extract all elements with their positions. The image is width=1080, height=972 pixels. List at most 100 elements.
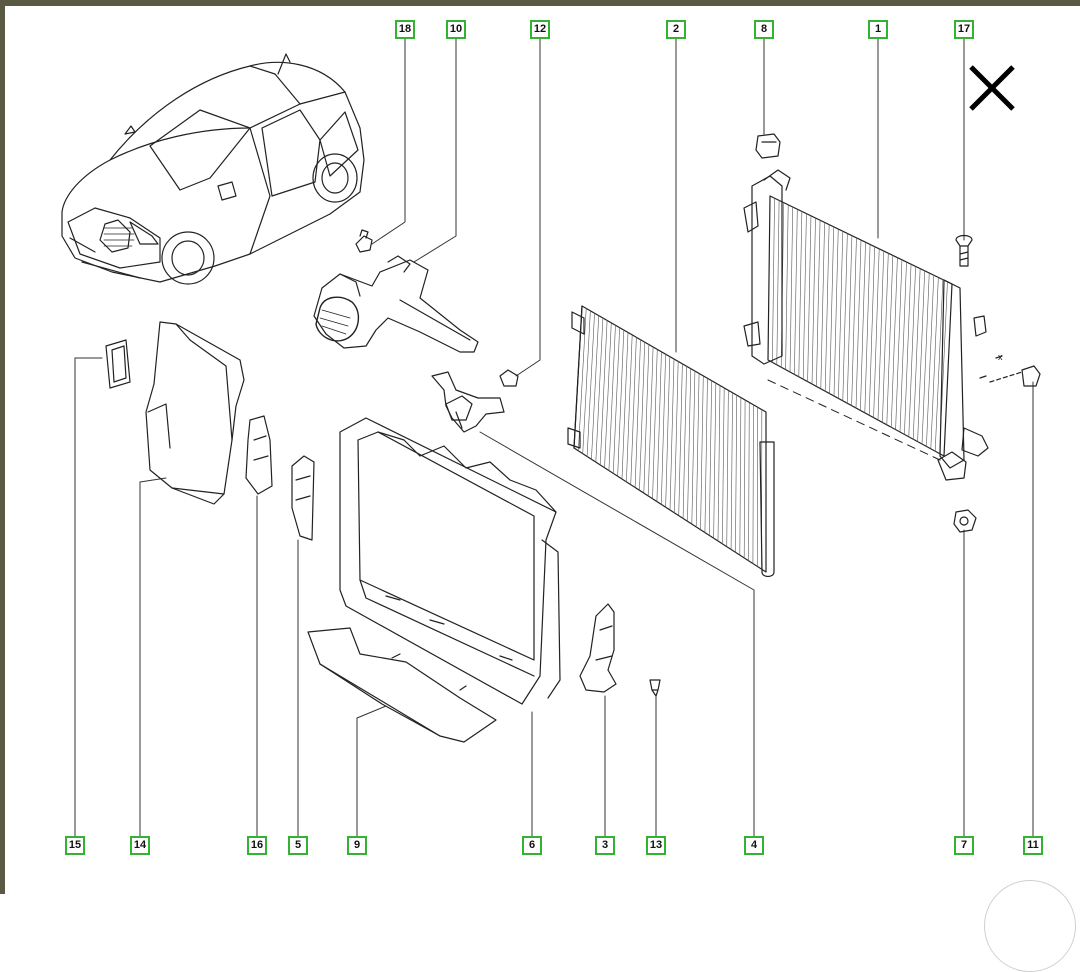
condenser-fin (661, 354, 665, 504)
callout-bottom-13[interactable]: 13 (646, 836, 666, 855)
condenser-fin (705, 378, 708, 532)
radiator-fin (825, 225, 829, 392)
part-11-drain-plug: x (980, 352, 1040, 386)
radiator-fin (816, 220, 820, 386)
radiator-fin (922, 273, 929, 444)
condenser-fin (578, 308, 586, 450)
condenser-fin (666, 357, 670, 508)
condenser-fin (687, 369, 690, 522)
radiator-fin (821, 222, 825, 388)
callout-bottom-6[interactable]: 6 (522, 836, 542, 855)
part-12-grommet (500, 370, 518, 386)
part-18-clip (356, 230, 372, 252)
condenser-fin (753, 405, 754, 564)
radiator-fin (847, 236, 852, 404)
dimension-x-label: x (998, 352, 1003, 362)
close-icon[interactable] (962, 58, 1022, 118)
part-5-bracket (292, 456, 314, 540)
condenser-fin (735, 395, 736, 552)
radiator-fin (838, 231, 842, 398)
condenser-fin (744, 400, 745, 558)
callout-top-10[interactable]: 10 (446, 20, 466, 39)
radiator-fin (830, 227, 834, 394)
condenser-fin (635, 340, 640, 488)
callout-top-1[interactable]: 1 (868, 20, 888, 39)
condenser-fin (644, 345, 649, 494)
radiator-fin (843, 233, 848, 400)
radiator-fin (790, 207, 793, 372)
condenser-fin (653, 349, 658, 498)
condenser-fin (657, 352, 662, 502)
exploded-view-drawing: x (0, 0, 1080, 894)
condenser-fin (591, 316, 598, 460)
radiator-fin (856, 240, 861, 408)
radiator-fin (803, 214, 806, 380)
condenser-fin (696, 373, 699, 526)
callout-bottom-5[interactable]: 5 (288, 836, 308, 855)
condenser-fin (709, 381, 711, 536)
radiator-fin (812, 218, 816, 384)
condenser-fin (740, 398, 741, 556)
part-3-bracket (580, 604, 616, 692)
condenser-fin (722, 388, 724, 544)
radiator-fin (794, 209, 797, 374)
part-16-bracket (246, 416, 272, 494)
condenser-fin (679, 364, 683, 516)
callout-top-8[interactable]: 8 (754, 20, 774, 39)
part-14-air-guide (146, 322, 244, 504)
callout-top-17[interactable]: 17 (954, 20, 974, 39)
leader-lines (75, 39, 1033, 836)
condenser-fin (731, 393, 732, 550)
radiator-fin (878, 251, 884, 420)
callout-bottom-16[interactable]: 16 (247, 836, 267, 855)
radiator-fin (865, 244, 870, 412)
radiator-fin (772, 198, 774, 362)
condenser-fin (670, 359, 674, 510)
condenser-fin (727, 390, 729, 546)
condenser-fin (714, 383, 716, 538)
condenser-fin (749, 402, 750, 560)
part-4-bracket (432, 372, 504, 432)
condenser-fin (683, 366, 686, 518)
condenser-fin (596, 318, 603, 462)
callout-bottom-11[interactable]: 11 (1023, 836, 1043, 855)
callout-top-18[interactable]: 18 (395, 20, 415, 39)
radiator-fin (931, 277, 939, 448)
part-1-radiator (744, 170, 988, 480)
callout-top-12[interactable]: 12 (530, 20, 550, 39)
radiator-fin (799, 211, 802, 376)
callout-bottom-14[interactable]: 14 (130, 836, 150, 855)
condenser-fin (674, 361, 678, 512)
radiator-fin (834, 229, 838, 396)
callout-bottom-7[interactable]: 7 (954, 836, 974, 855)
radiator-fin (926, 275, 933, 446)
radiator-fin (852, 238, 857, 406)
radiator-fin (874, 249, 880, 418)
callout-bottom-9[interactable]: 9 (347, 836, 367, 855)
radiator-fin (869, 247, 874, 416)
radiator-fin (808, 216, 811, 382)
callout-bottom-15[interactable]: 15 (65, 836, 85, 855)
radiator-fin (918, 271, 925, 442)
part-13-screw (650, 680, 660, 696)
condenser-fin (701, 376, 704, 530)
radiator-fin (860, 242, 865, 410)
condenser-fin (648, 347, 653, 496)
part-7-nut (954, 510, 976, 532)
vehicle-illustration (62, 54, 364, 284)
condenser-fin (631, 337, 637, 484)
condenser-fin (600, 320, 607, 464)
part-10-latch (314, 256, 478, 352)
callout-top-2[interactable]: 2 (666, 20, 686, 39)
condenser-fin (692, 371, 695, 524)
callout-bottom-3[interactable]: 3 (595, 836, 615, 855)
condenser-fin (587, 313, 594, 456)
part-8-clip (756, 134, 780, 158)
condenser-fin (639, 342, 644, 490)
parts-diagram: x (0, 0, 1080, 894)
part-6-frame (340, 418, 560, 704)
condenser-fin (718, 386, 720, 542)
part-2-condenser (568, 306, 774, 577)
callout-bottom-4[interactable]: 4 (744, 836, 764, 855)
radiator-fin (786, 205, 789, 370)
